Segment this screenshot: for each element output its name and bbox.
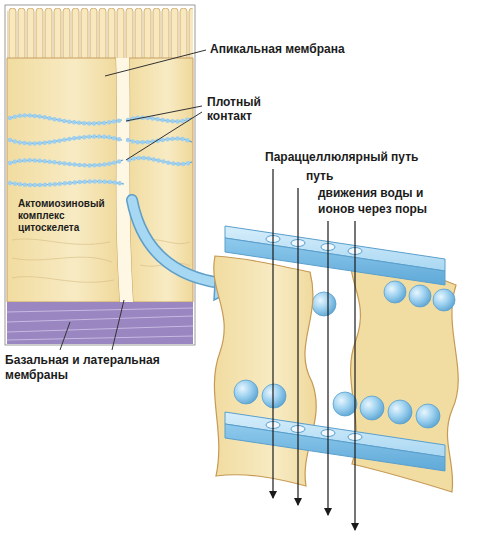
lateral-gap bbox=[116, 58, 133, 302]
label-holder: Апикальная мембрана bbox=[210, 42, 345, 57]
left-cell bbox=[7, 58, 120, 302]
tight-junction-strands bbox=[10, 115, 192, 185]
bottom-strand-front bbox=[225, 424, 445, 471]
label-holder: путь bbox=[306, 169, 333, 184]
pathway-label: Параццеллюлярный путь bbox=[265, 150, 418, 165]
pathway-label: путь bbox=[306, 169, 333, 184]
label-holder: ионов через поры bbox=[318, 202, 427, 217]
front-membrane bbox=[214, 256, 316, 486]
top-pores bbox=[266, 236, 362, 255]
pathway-label: ионов через поры bbox=[318, 202, 427, 217]
cytoskeleton-label: Актомиозиновый комплекс цитоскелета bbox=[18, 198, 114, 234]
label-holder: движения воды и bbox=[318, 186, 423, 201]
bottom-pores bbox=[266, 422, 362, 441]
label-holder: Актомиозиновый комплекс цитоскелета bbox=[18, 198, 114, 234]
basal-membrane bbox=[7, 302, 193, 344]
zoom-arrow-outline bbox=[132, 200, 220, 283]
junction-label: Плотный контакт bbox=[207, 95, 279, 123]
panel-frame bbox=[5, 5, 195, 345]
basal-lines bbox=[7, 308, 193, 340]
zoom-arrow bbox=[132, 200, 220, 283]
pathway-label: движения воды и bbox=[318, 186, 423, 201]
label-holder: Плотный контакт bbox=[207, 95, 279, 123]
flow-arrows bbox=[273, 169, 355, 530]
membrane-label: Апикальная мембрана bbox=[210, 42, 345, 57]
membrane-label: Базальная и латеральная мембраны bbox=[5, 353, 187, 383]
label-holder: Базальная и латеральная мембраны bbox=[5, 353, 187, 383]
microvilli bbox=[7, 8, 193, 64]
label-holder: Параццеллюлярный путь bbox=[265, 150, 418, 165]
